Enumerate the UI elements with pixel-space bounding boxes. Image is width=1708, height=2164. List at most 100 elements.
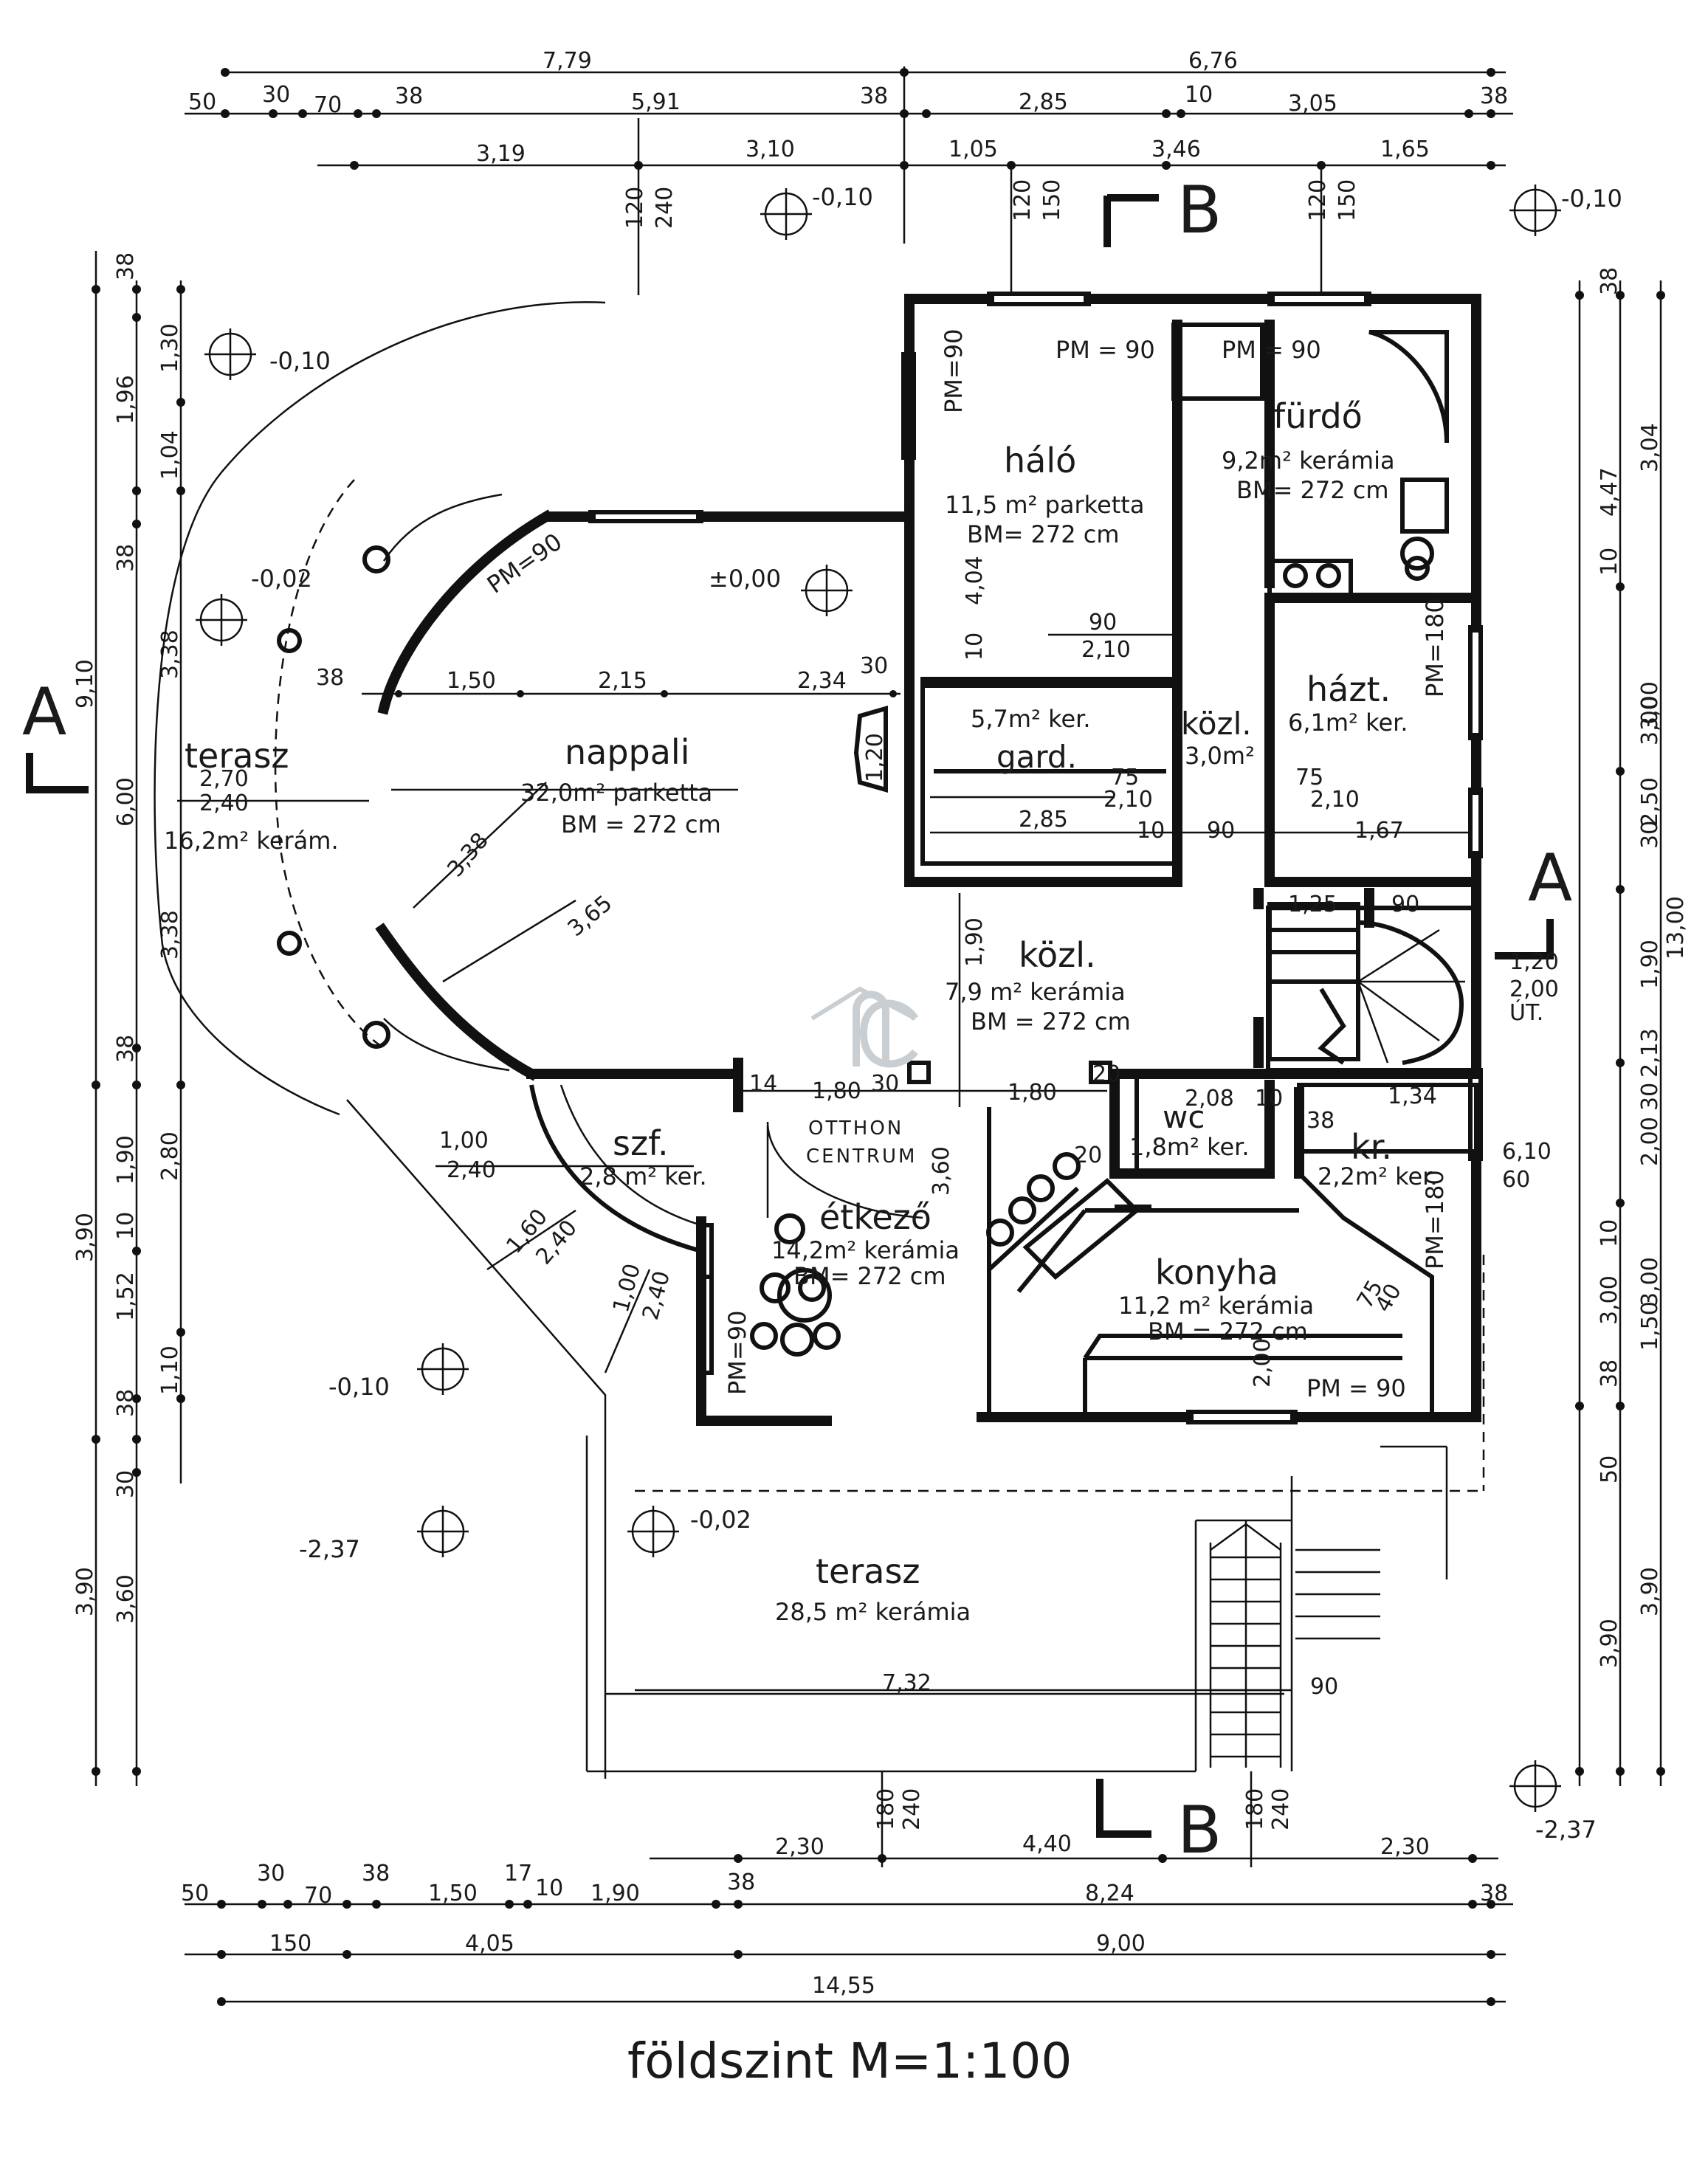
pm-label: PM=90 [482,528,568,599]
right-dim-label: 3,00 [1637,1257,1663,1306]
window-dim-label: 240 [652,187,678,229]
interior-dim-label: 30 [871,1071,899,1097]
section-marks: A A B B [22,172,1572,1868]
left-dim-label: 38 [113,1035,139,1063]
right-dimension-lines: 38 4,47 10 3,00 2,50 30 1,90 2,13 30 2,0… [1575,267,1689,1786]
left-dim-label: 1,10 [157,1345,183,1395]
right-dim-label: 3,04 [1637,423,1663,472]
interior-dim-label: 2,40 [447,1157,496,1183]
interior-dim-label: 20 [1074,1143,1102,1168]
top-dim-label: 3,10 [745,137,795,162]
interior-dim-label: 1,90 [962,917,988,967]
left-dim-label: 38 [113,1389,139,1417]
top-dim-label: 3,05 [1288,91,1337,117]
section-mark-b-top: B [1177,172,1222,248]
right-dim-label: 2,13 [1637,1028,1663,1078]
top-dim-label: 3,46 [1151,137,1201,162]
terrace-left [154,301,607,1779]
level-label: ±0,00 [709,565,781,593]
room-area: 11,5 m² parketta [945,491,1144,519]
interior-dim-label: 2,08 [1185,1086,1234,1112]
top-dim-label: 1,05 [948,137,998,162]
window-dim-label: 240 [1268,1788,1294,1830]
right-dim-label: 13,00 [1663,896,1689,959]
otthon-centrum-logo: OTTHON CENTRUM [806,986,919,1168]
room-area: 7,9 m² kerámia [945,978,1126,1006]
interior-dim-label: 2,85 [1019,807,1068,833]
room-name: szf. [613,1123,669,1163]
pm-label: PM=180 [1421,1170,1449,1269]
room-height: BM= 272 cm [1236,476,1389,504]
room-area: 32,0m² parketta [520,779,712,807]
interior-dim-label: 10 [1255,1086,1283,1112]
left-dim-label: 1,96 [113,375,139,424]
interior-dim-label: 2,10 [1081,637,1131,663]
top-dim-label: 2,85 [1019,89,1068,115]
left-dimension-lines: 38 1,96 38 6,00 38 3,90 10 38 3,90 1,30 … [72,251,185,1786]
interior-dim-label: 2,00 [1509,976,1559,1002]
right-dim-label: 4,47 [1597,467,1622,517]
bottom-dim-label: 50 [181,1881,209,1906]
right-dim-label: 1,50 [1637,1301,1663,1351]
room-name: terasz [185,736,289,776]
right-dim-label: 3,00 [1597,1275,1622,1325]
right-dim-label: 10 [1597,1219,1622,1247]
room-terasz-left: terasz 16,2m² kerám. [164,736,339,855]
right-dim-label: 38 [1597,267,1622,295]
interior-dim-label: 75 [1295,765,1323,790]
bottom-dim-label: 14,55 [812,1973,875,1999]
bottom-dim-label: 70 [304,1883,332,1909]
interior-dim-label: ÚT. [1509,999,1543,1026]
room-name: étkező [819,1197,932,1237]
room-area: 14,2m² kerámia [771,1236,960,1264]
level-marker-icon [196,594,247,646]
room-wc: wc 1,8m² ker. [1129,1099,1250,1161]
interior-dim-label: 38 [1306,1108,1335,1134]
top-dim-label: 5,91 [631,89,681,115]
top-dim-label: 38 [395,83,423,109]
bottom-dim-label: 2,30 [1380,1834,1430,1860]
bottom-dim-label: 4,05 [465,1931,514,1957]
right-dim-label: 10 [1597,548,1622,576]
level-label: -0,02 [251,565,312,593]
room-hazt: házt. 6,1m² ker. [1288,669,1408,737]
top-dim-label: 38 [1480,83,1508,109]
top-dim-label: 3,19 [476,141,526,167]
room-name: kr. [1351,1127,1392,1167]
section-mark-a-right: A [1528,840,1572,916]
bottom-dim-label: 1,50 [428,1881,478,1906]
room-area: 5,7m² ker. [971,705,1091,733]
interior-partitions [382,323,1478,1417]
bottom-dim-label: 38 [1480,1881,1508,1906]
interior-dim-label: 1,20 [862,733,888,782]
interior-dim-label: 2,70 [199,766,249,792]
interior-dim-label: 1,80 [812,1078,861,1104]
right-dim-label: 3,90 [1637,1567,1663,1616]
right-dim-label: 3,00 [1637,681,1663,731]
room-name: közl. [1019,935,1096,975]
bottom-dim-label: 1,90 [590,1881,640,1906]
level-marker-icon [417,1506,469,1557]
left-dim-label: 38 [113,544,139,572]
room-furdo: fürdő 9,2m² kerámia BM= 272 cm [1222,396,1395,504]
room-height: BM= 272 cm [793,1262,946,1290]
left-dim-label: 3,90 [72,1213,98,1262]
level-marker-icon [801,565,853,616]
left-dim-label: 2,80 [157,1131,183,1181]
exterior-stairs [1209,1445,1448,1768]
room-name: közl. [1181,706,1252,742]
room-area: 6,1m² ker. [1288,709,1408,737]
bottom-dim-label: 38 [727,1870,755,1895]
left-dim-label: 1,90 [113,1135,139,1185]
interior-dim-label: 1,50 [447,668,496,694]
interior-dim-label: 3,65 [563,890,618,942]
room-area: 2,8 m² ker. [579,1162,707,1190]
interior-dim-label: 1,80 [1008,1080,1057,1106]
interior-dim-label: 10 [1137,818,1165,844]
room-height: BM = 272 cm [561,810,721,838]
bottom-dimension-lines: 2,30 4,40 2,30 50 30 70 38 1,50 17 10 1,… [181,1771,1513,2006]
room-name: terasz [816,1551,920,1591]
room-name: gard. [996,739,1077,775]
top-dim-label: 1,65 [1380,137,1430,162]
